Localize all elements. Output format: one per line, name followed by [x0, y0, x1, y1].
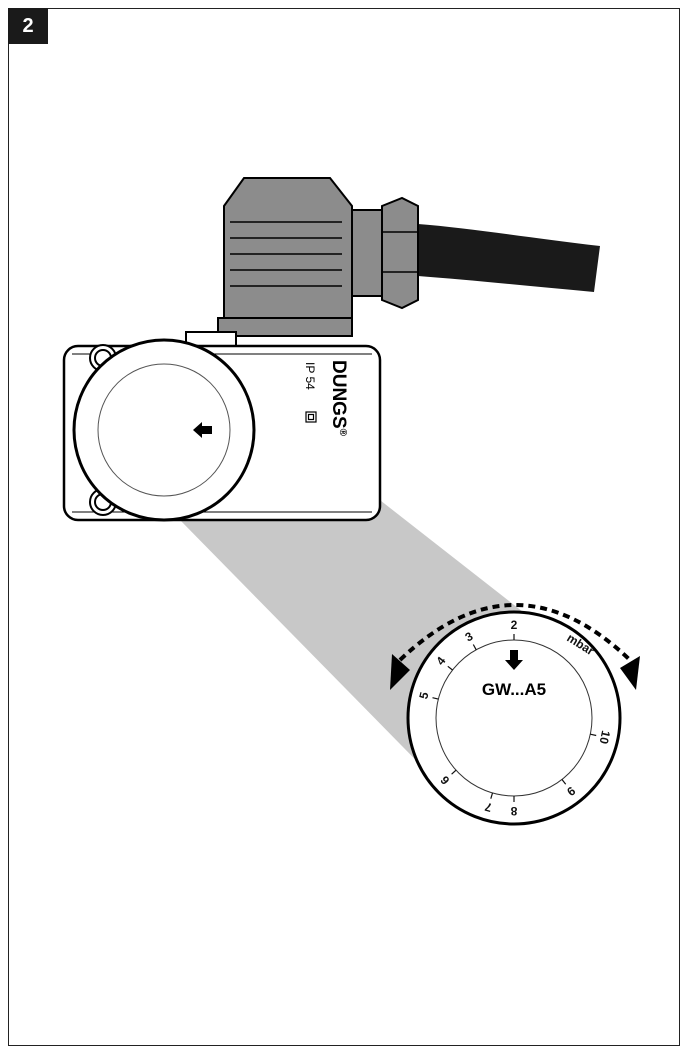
arrowhead-left-icon	[390, 654, 410, 690]
dial-tick	[590, 733, 597, 737]
cable-gland	[349, 196, 419, 310]
arrowhead-right-icon	[620, 656, 640, 690]
figure-frame	[8, 8, 680, 1046]
dial-tick	[451, 769, 457, 775]
dial-scale-label: 2	[511, 618, 518, 632]
connector-plug	[217, 177, 353, 337]
dial-model-label: GW...A5	[482, 680, 546, 699]
double-insulation-icon	[305, 411, 317, 423]
setpoint-arrow-icon	[193, 422, 212, 438]
dial-ticks	[432, 634, 597, 802]
dial-tick	[472, 644, 477, 651]
cable	[418, 224, 600, 292]
brand-logo: DUNGS®	[328, 360, 349, 437]
dial-tick	[432, 697, 439, 700]
small-dial	[72, 338, 256, 522]
dial-scale-label: 10	[597, 729, 614, 745]
setpoint-pointer-icon	[505, 650, 523, 670]
adjustment-direction-arrow	[390, 603, 640, 690]
dial-tick	[490, 792, 494, 799]
dial-scale-label: 5	[416, 690, 431, 700]
dial-tick	[561, 779, 567, 785]
dial-scale-label: 8	[510, 804, 517, 818]
dial-scale-label: 7	[483, 799, 494, 814]
dial-tick	[447, 665, 453, 671]
figure-number-badge: 2	[8, 8, 48, 44]
ip-rating-label: IP 54	[303, 362, 317, 390]
